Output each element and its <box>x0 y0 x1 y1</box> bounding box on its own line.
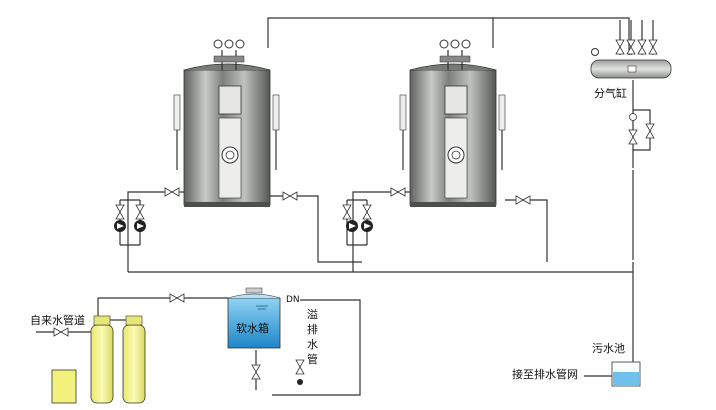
valve-icon <box>637 39 647 55</box>
soft-water-tank <box>227 287 281 349</box>
label-overflow-3: 水 <box>307 338 318 351</box>
sewage-pool <box>611 361 641 387</box>
label-header: 分气缸 <box>594 86 627 100</box>
valve-icon <box>362 204 372 220</box>
valve-icon <box>626 39 636 55</box>
boiler-1 <box>173 39 280 207</box>
valve-icon <box>115 204 125 220</box>
label-drain-net: 接至排水管网 <box>512 367 578 381</box>
valve-icon <box>53 327 69 337</box>
feed-pumps <box>114 220 373 232</box>
label-overflow-2: 排 <box>307 322 318 336</box>
valve-icon <box>135 204 145 220</box>
valve-icon <box>615 39 625 55</box>
boiler-2 <box>399 39 506 207</box>
valve-icon <box>164 187 180 197</box>
water-softeners <box>51 315 146 404</box>
valve-icon <box>645 123 655 139</box>
pressure-gauge-icon <box>591 48 599 56</box>
valve-icon <box>282 191 298 201</box>
label-overflow-1: 溢 <box>307 307 318 321</box>
valve-icon <box>648 39 658 55</box>
check-valve-icon <box>629 113 637 121</box>
valve-icon <box>342 204 352 220</box>
valve-icon <box>390 187 406 197</box>
label-tap-water: 自来水管道 <box>30 313 85 327</box>
valve-icon <box>295 359 305 375</box>
drain-point <box>297 379 303 385</box>
label-dn: DN <box>286 295 300 305</box>
valve-icon <box>251 364 261 380</box>
label-overflow-4: 管 <box>307 352 318 366</box>
valve-icon <box>515 195 531 205</box>
steam-header <box>590 48 672 79</box>
valve-icon <box>169 293 185 303</box>
label-soft-tank: 软水箱 <box>236 321 269 335</box>
valves <box>53 39 658 380</box>
label-sewage-pool: 污水池 <box>592 342 625 355</box>
valve-icon <box>628 129 638 145</box>
